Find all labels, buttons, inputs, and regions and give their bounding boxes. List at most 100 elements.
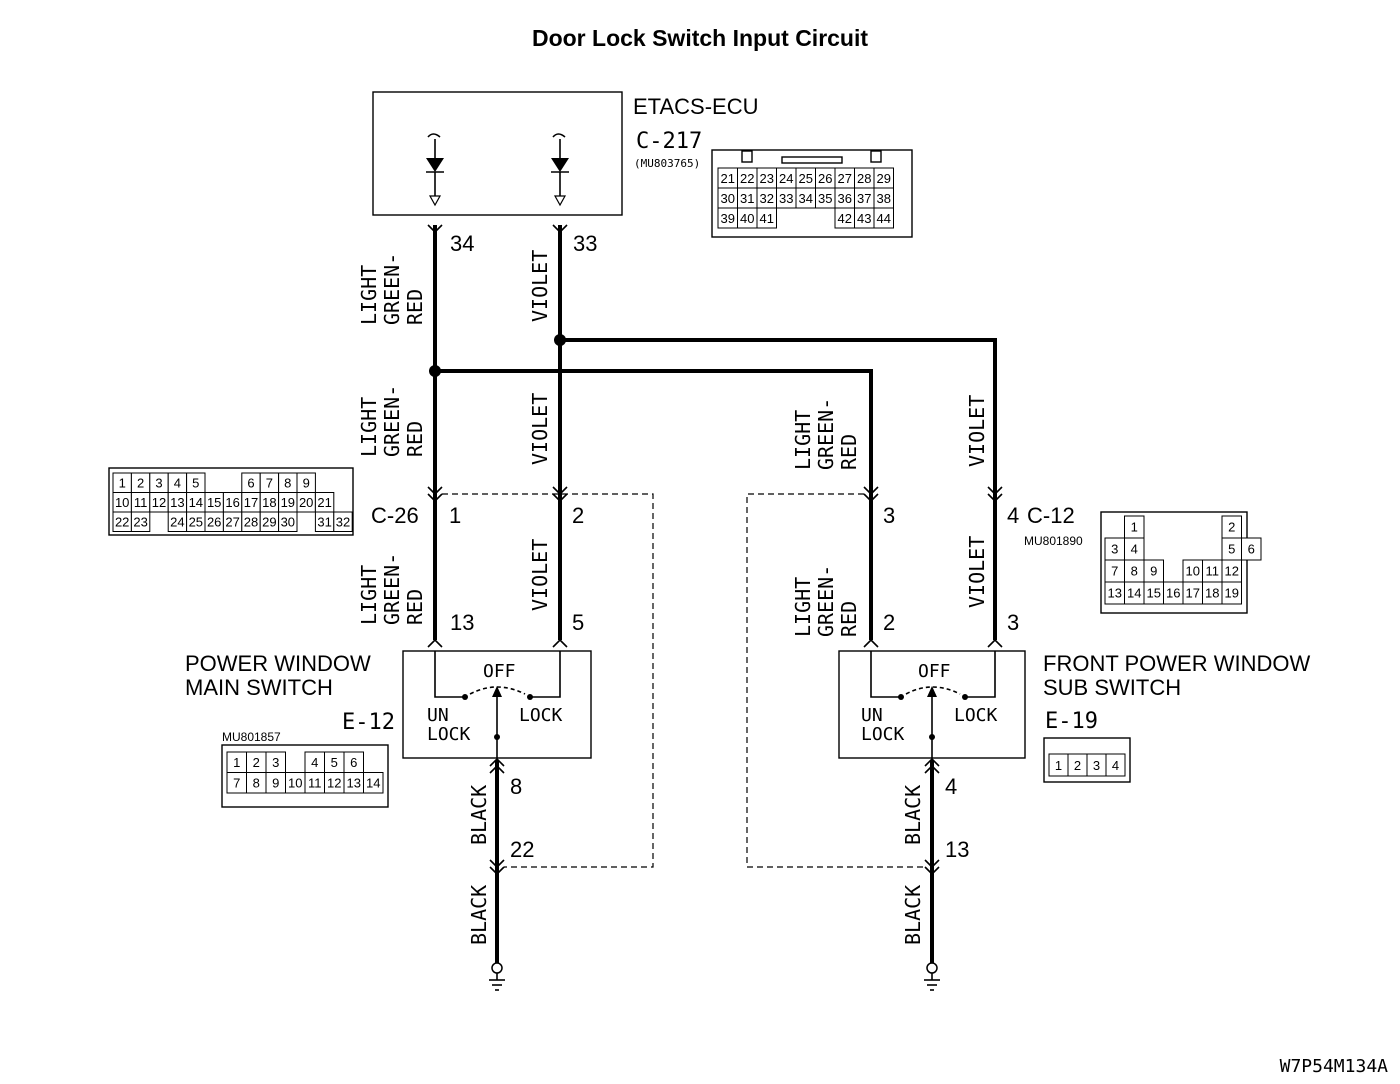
wire-label-lgr-top-1: LIGHT [357,265,381,325]
c26-pin-cell [278,511,298,532]
c26-pin-label: 28 [244,514,258,529]
e12-pin-cell [363,772,384,794]
wire-label-lgr-right-low-2: GREEN- [814,565,838,637]
c217-pin-label: 38 [877,191,891,206]
c26-pin-label: 20 [299,495,313,510]
c26-pin-label: 14 [189,495,203,510]
c217-pin-cell [756,207,777,229]
main-switch-off-label: OFF [483,661,516,682]
c12-pin-label: 17 [1186,586,1200,601]
c12-pin-label: 2 [1228,520,1235,535]
e19-pin-label: 3 [1093,758,1100,773]
c217-pin-label: 33 [779,191,793,206]
main-wires [433,225,997,965]
c12-pin-label: 13 [1108,586,1122,601]
e12-part-number: MU801857 [222,730,281,744]
sub-switch-unlock-1: UN [861,705,883,726]
c26-pin-label: 32 [336,514,350,529]
c12-pin-4: 4 [1007,503,1019,528]
c12-pin-cell [1241,537,1262,561]
connector-chevrons [427,224,1003,876]
c26-pin-label: 16 [225,495,239,510]
wire-label-lgr-mid-1: LIGHT [357,397,381,457]
c12-pin-label: 18 [1205,586,1219,601]
e19-pin-3: 3 [1007,610,1019,635]
c217-pin-label: 35 [818,191,832,206]
c217-pin-label: 21 [721,171,735,186]
e12-pin-label: 5 [331,755,338,770]
splice-dot-left [429,365,441,377]
e12-pin-label: 12 [327,775,341,790]
wire-label-lgr-right-3: RED [837,434,861,470]
c26-pin-label: 18 [262,495,276,510]
e12-pin-label: 7 [233,775,240,790]
c26-pin-label: 7 [266,475,273,490]
c26-pin-label: 24 [170,514,184,529]
c26-pin-label: 17 [244,495,258,510]
c217-pin-label: 44 [877,211,891,226]
splice-dot-right [554,334,566,346]
sub-switch: OFF UN LOCK LOCK [838,650,1026,759]
ground-symbol-left [489,962,505,991]
c26-pin-cell [333,511,353,532]
c12-pin-label: 15 [1147,586,1161,601]
ecu-connector-label: C-217 [636,129,702,154]
wire-label-black-1: BLACK [467,785,491,845]
ecu-pin-33: 33 [573,231,597,256]
c26-pin-label: 13 [170,495,184,510]
c26-pin-label: 21 [317,495,331,510]
e19-pin-cell [1105,753,1126,777]
ecu-diode-right [551,133,569,207]
e12-pin-label: 3 [272,755,279,770]
c26-pin-label: 6 [247,475,254,490]
ground-symbol-right [924,962,940,991]
main-switch-unlock-1: UN [427,705,449,726]
e12-pin-label: 8 [253,775,260,790]
wire-label-violet-low: VIOLET [528,539,552,611]
c217-pin-label: 26 [818,171,832,186]
harness-outline-left [442,493,654,868]
wire-labels: LIGHT GREEN- RED LIGHT GREEN- RED LIGHT … [357,250,989,945]
ecu-box [372,91,623,216]
diagram-title: Door Lock Switch Input Circuit [532,25,868,51]
e12-pin-label: 11 [308,775,322,790]
c12-pin-label: 12 [1225,564,1239,579]
e12-pin-label: 1 [233,755,240,770]
c217-pin-label: 36 [838,191,852,206]
c26-pin-label: 3 [155,475,162,490]
e12-pin-label: 14 [366,775,380,790]
c217-pin-label: 41 [760,211,774,226]
c12-pin-label: 1 [1131,520,1138,535]
sub-switch-off-label: OFF [918,661,951,682]
e12-label: E-12 [342,710,395,735]
c217-pin-label: 29 [877,171,891,186]
sub-switch-unlock-2: LOCK [861,724,905,745]
e12-pin-13: 13 [450,610,474,635]
sub-switch-name-2: SUB SWITCH [1043,675,1181,700]
c26-pin-label: 12 [152,495,166,510]
sub-switch-name-1: FRONT POWER WINDOW [1043,651,1310,676]
c217-pin-label: 30 [721,191,735,206]
c26-pin-label: 4 [174,475,181,490]
c26-pin-label: 29 [262,514,276,529]
ecu-name: ETACS-ECU [633,94,759,119]
wire-label-lgr-low-3: RED [403,589,427,625]
c26-pin-label: 10 [115,495,129,510]
wire-label-lgr-right-low-3: RED [837,601,861,637]
c26-pin-cell [130,511,151,532]
c12-pin-label: 9 [1150,564,1157,579]
c12-pin-label: 5 [1228,542,1235,557]
c217-pin-label: 42 [838,211,852,226]
main-switch-unlock-2: LOCK [427,724,471,745]
c26-pin-label: 23 [133,514,147,529]
wire-label-lgr-top-3: RED [403,289,427,325]
c26-pin-label: 25 [189,514,203,529]
e19-pin-label: 2 [1074,758,1081,773]
c26-pin-label: 8 [284,475,291,490]
harness-outline-right [746,493,925,868]
c217-pin-label: 37 [857,191,871,206]
figure-code: W7P54M134A [1280,1056,1389,1077]
